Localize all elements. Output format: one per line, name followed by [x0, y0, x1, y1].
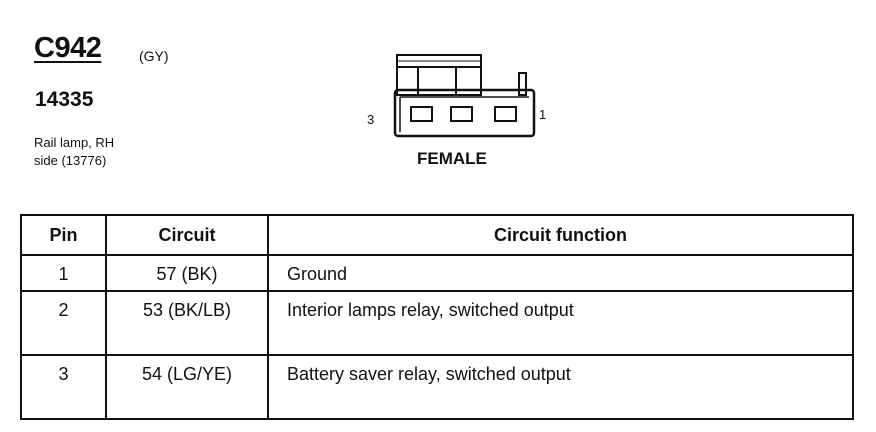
pin-cavity-3	[410, 106, 433, 122]
table-header-row: Pin Circuit Circuit function	[20, 214, 854, 256]
pin-cavity-1	[494, 106, 517, 122]
header-circuit: Circuit	[105, 214, 269, 256]
pin-1-label: 1	[539, 107, 547, 122]
connector-id: C942	[34, 32, 102, 64]
cell-pin: 3	[20, 354, 107, 420]
cell-pin: 2	[20, 290, 107, 356]
connector-body	[393, 88, 536, 138]
table-row: 1 57 (BK) Ground	[20, 254, 854, 292]
cell-circuit: 54 (LG/YE)	[105, 354, 269, 420]
header-function: Circuit function	[267, 214, 854, 256]
color-code: (GY)	[139, 48, 169, 64]
cell-circuit: 53 (BK/LB)	[105, 290, 269, 356]
connector-gender-label: FEMALE	[417, 149, 487, 168]
table-row: 3 54 (LG/YE) Battery saver relay, switch…	[20, 354, 854, 420]
description-line-2: side (13776)	[34, 153, 107, 168]
pin-cavity-2	[450, 106, 473, 122]
connector-description: Rail lamp, RH side (13776)	[34, 134, 174, 170]
cell-function: Battery saver relay, switched output	[267, 354, 854, 420]
connector-face-drawing	[393, 54, 536, 138]
connector-latch	[396, 54, 482, 96]
description-line-1: Rail lamp, RH	[34, 135, 115, 150]
table-row: 2 53 (BK/LB) Interior lamps relay, switc…	[20, 290, 854, 356]
connector-tab	[518, 72, 527, 96]
pin-3-label: 3	[367, 112, 375, 127]
pinout-table: Pin Circuit Circuit function 1 57 (BK) G…	[20, 214, 854, 420]
cell-function: Interior lamps relay, switched output	[267, 290, 854, 356]
cell-function: Ground	[267, 254, 854, 292]
cell-circuit: 57 (BK)	[105, 254, 269, 292]
cell-pin: 1	[20, 254, 107, 292]
header-pin: Pin	[20, 214, 107, 256]
part-number: 14335	[35, 88, 94, 111]
